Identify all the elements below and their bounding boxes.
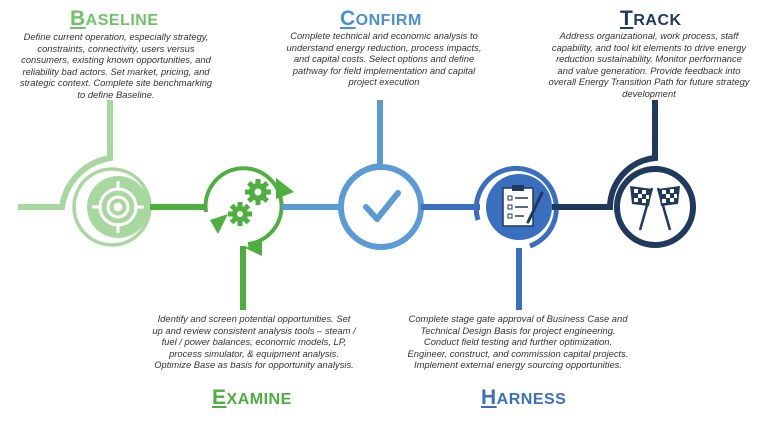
harness-description-line: Implement external energy sourcing oppor… xyxy=(414,359,622,371)
examine-description-line: process simulator, & equipment analysis. xyxy=(169,347,339,359)
examine-ring xyxy=(203,166,284,246)
confirm-description-line: Complete technical and economic analysis… xyxy=(290,30,478,41)
track-title-rest: RACK xyxy=(633,12,682,29)
track-description-line: reduction sustainability. Monitor perfor… xyxy=(556,53,742,65)
examine-title-initial: E xyxy=(212,386,227,409)
baseline-description-line: reliability bad actors. Set market, pric… xyxy=(22,65,210,77)
examine-arrow-left xyxy=(210,214,228,234)
baseline-title-initial: B xyxy=(70,7,86,30)
checkered-flags-icon xyxy=(630,186,680,231)
examine-description: Identify and screen potential opportunit… xyxy=(132,313,376,371)
examine-description-line: Optimize Base as basis for opportunity a… xyxy=(154,359,354,371)
baseline-description: Define current operation, especially str… xyxy=(2,31,230,101)
confirm-description-line: project execution xyxy=(348,76,420,88)
harness-description-line: Engineer, construct, and commission capi… xyxy=(407,347,629,359)
harness-title: HARNESS xyxy=(481,386,566,410)
baseline-connector xyxy=(18,100,113,210)
checklist-icon xyxy=(502,185,544,227)
track-description-line: Address organizational, work process, st… xyxy=(559,30,739,41)
baseline-title: BASELINE xyxy=(70,7,159,31)
examine-arrow-top xyxy=(276,178,294,199)
confirm-ring xyxy=(338,164,424,250)
examine-arrow-bottom xyxy=(245,240,262,256)
examine-title-rest: XAMINE xyxy=(226,391,292,408)
examine-description-line: Identify and screen potential opportunit… xyxy=(157,313,351,324)
track-description-line: development xyxy=(622,87,676,99)
baseline-description-line: consumers, existing known opportunities,… xyxy=(21,54,211,66)
harness-ring xyxy=(473,165,559,249)
baseline-description-line: strategic context. Complete site benchma… xyxy=(19,77,213,89)
track-title-initial: T xyxy=(620,7,634,30)
confirm-description-line: and capital costs. Select options and de… xyxy=(293,53,475,65)
confirm-title-rest: ONFIRM xyxy=(355,12,422,29)
track-ring xyxy=(614,166,696,248)
harness-title-rest: ARNESS xyxy=(496,391,567,408)
baseline-title-rest: ASELINE xyxy=(85,12,159,29)
harness-description-line: Technical Design Basis for project engin… xyxy=(420,324,616,336)
track-connector xyxy=(552,100,658,210)
examine-connector xyxy=(150,204,246,310)
track-description-line: capability, and tool kit elements to dri… xyxy=(551,41,747,53)
confirm-title-initial: C xyxy=(340,7,356,30)
track-description: Address organizational, work process, st… xyxy=(532,30,766,100)
confirm-description-line: understand energy reduction, process imp… xyxy=(286,41,482,53)
confirm-description-line: pathway for field implementation and cap… xyxy=(292,64,476,76)
gears-icon xyxy=(228,179,271,226)
confirm-title: CONFIRM xyxy=(340,7,422,31)
target-icon xyxy=(92,181,144,233)
examine-description-line: up and review consistent analysis tools … xyxy=(152,324,356,336)
track-description-line: overall Energy Transition Path for futur… xyxy=(548,76,750,88)
baseline-ring xyxy=(72,167,152,247)
harness-description-line: Conduct field testing and further optimi… xyxy=(423,336,613,348)
harness-connector xyxy=(421,204,522,310)
harness-description-line: Complete stage gate approval of Business… xyxy=(408,313,628,324)
examine-title: EXAMINE xyxy=(212,386,292,410)
confirm-description: Complete technical and economic analysis… xyxy=(268,30,500,88)
examine-description-line: fuel / power balances, economic models, … xyxy=(161,336,347,348)
harness-title-initial: H xyxy=(481,386,497,409)
baseline-description-line: constraints, connectivity, users versus xyxy=(37,42,195,54)
track-title: TRACK xyxy=(620,7,682,31)
baseline-description-line: Define current operation, especially str… xyxy=(23,31,209,42)
baseline-description-line: to define Baseline. xyxy=(77,88,155,100)
checkmark-icon xyxy=(363,190,401,222)
track-description-line: and value generation. Provide feedback i… xyxy=(557,64,741,76)
harness-description: Complete stage gate approval of Business… xyxy=(390,313,646,371)
